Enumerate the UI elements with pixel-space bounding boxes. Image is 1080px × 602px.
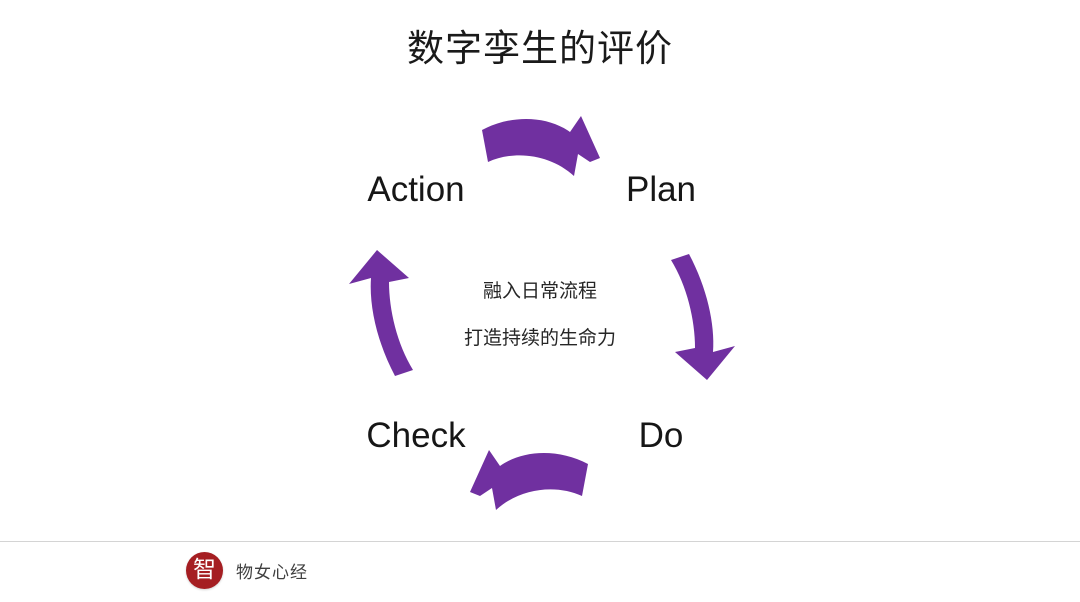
brand-name: 物女心经 [236,563,308,582]
footer-branding: 智 物女心经 [186,552,308,589]
cycle-arrow-right-icon [478,110,604,186]
cycle-node-action: Action [367,170,465,209]
page-title: 数字孪生的评价 [407,28,673,69]
center-caption-line-2: 打造持续的生命力 [463,328,616,349]
footer-divider [0,541,1080,542]
cycle-node-plan: Plan [625,170,697,209]
cycle-node-do: Do [638,416,684,455]
cycle-arrow-left-icon [466,444,592,520]
cycle-arrow-down-icon [663,248,747,382]
center-caption-line-1: 融入日常流程 [482,281,597,302]
brand-logo-icon: 智 [186,552,223,589]
cycle-arrow-up-icon [337,248,421,382]
center-caption: 融入日常流程 打造持续的生命力 [390,268,690,362]
cycle-node-check: Check [366,416,466,455]
